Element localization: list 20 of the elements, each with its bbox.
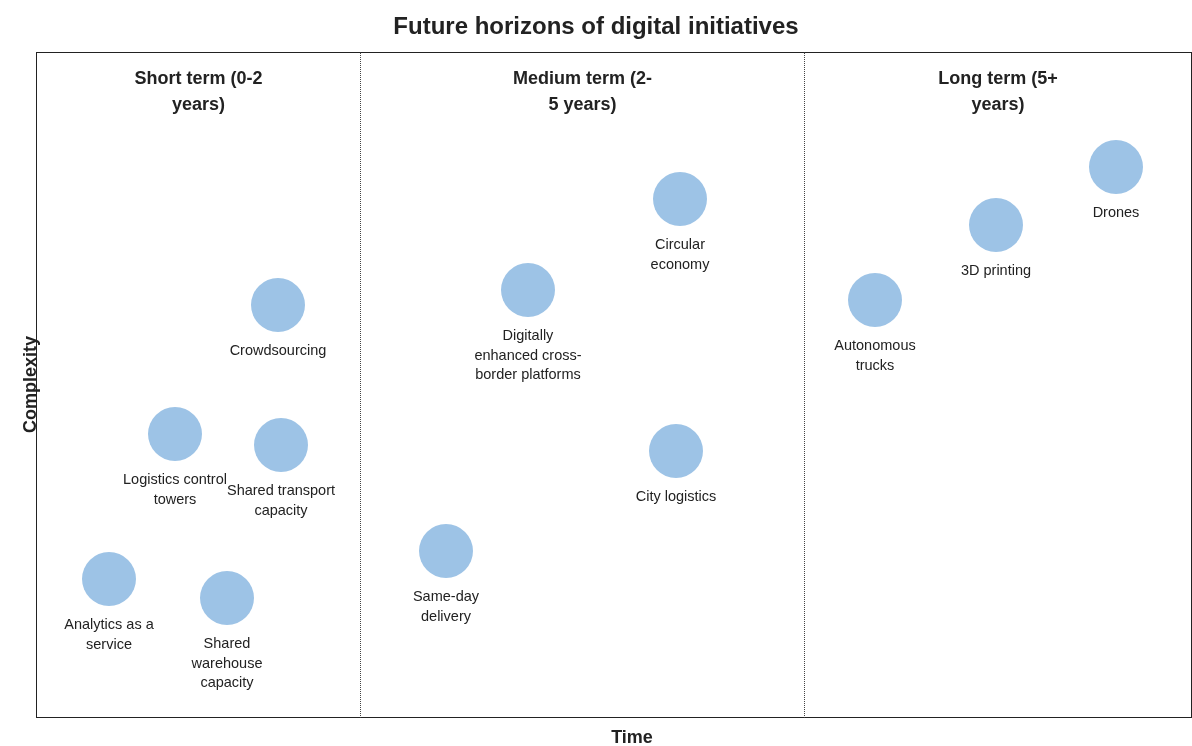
bubble-label: Digitally enhanced cross-border platforms [473, 326, 583, 384]
bubble-label: Crowdsourcing [228, 341, 328, 360]
bubble-label: Autonomous trucks [833, 336, 917, 375]
bubble-label: Shared warehouse capacity [190, 634, 264, 692]
bubble-label: 3D printing [959, 261, 1033, 280]
axis-label: Complexity [19, 335, 41, 435]
column-heading: Short term (0-2 years) [133, 67, 264, 116]
bubble-label: Logistics control towers [122, 470, 228, 509]
chart-title: Future horizons of digital initiatives [392, 12, 800, 40]
bubble-label: Drones [1091, 203, 1141, 222]
bubble-label: Analytics as a service [63, 615, 155, 654]
bubble-label: City logistics [634, 487, 718, 506]
time-band [804, 52, 1192, 718]
bubble-label: Circular economy [649, 235, 711, 274]
axis-label: Time [610, 727, 654, 746]
column-heading: Medium term (2-5 years) [512, 67, 653, 116]
bubble-label: Same-day delivery [411, 587, 481, 626]
bubble-label: Shared transport capacity [226, 481, 336, 520]
column-heading: Long term (5+ years) [937, 67, 1059, 116]
time-band [360, 52, 804, 718]
